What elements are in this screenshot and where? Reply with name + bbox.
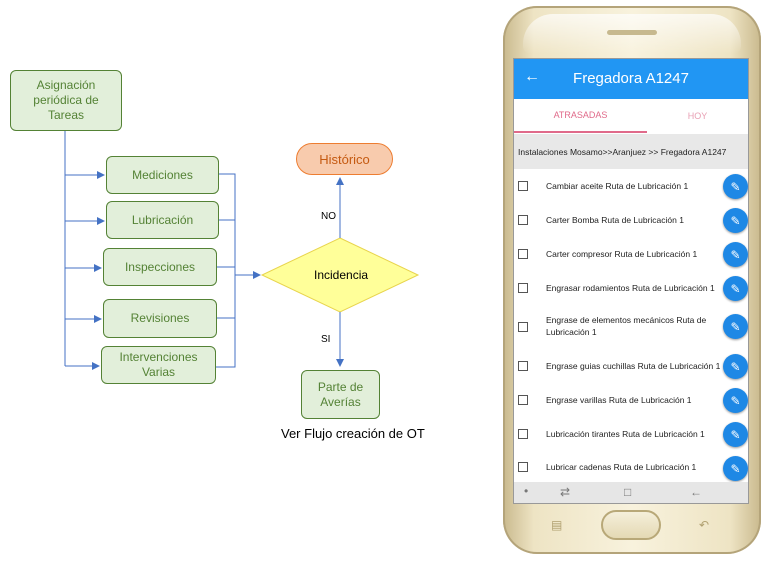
hardware-back-icon[interactable]: ↶: [699, 518, 710, 532]
task-checkbox[interactable]: [518, 249, 528, 259]
decision-label: Incidencia: [314, 268, 369, 282]
historico-label: Histórico: [319, 151, 370, 167]
pencil-icon[interactable]: ✎: [723, 354, 748, 379]
back-icon[interactable]: ←: [690, 485, 702, 499]
task-checkbox[interactable]: [518, 215, 528, 225]
task-row: Lubricar cadenas Ruta de Lubricación 1 ✎: [514, 451, 748, 482]
task-row: Cambiar aceite Ruta de Lubricación 1 ✎: [514, 169, 748, 203]
caption-text: Ver Flujo creación de OT: [281, 426, 425, 441]
task-checkbox[interactable]: [518, 429, 528, 439]
pencil-icon[interactable]: ✎: [723, 174, 748, 199]
tab-atrasadas[interactable]: ATRASADAS: [514, 99, 647, 133]
task-row: Lubricación tirantes Ruta de Lubricación…: [514, 417, 748, 451]
task-text: Engrase varillas Ruta de Lubricación 1: [546, 395, 692, 405]
phone-device: ← Fregadora A1247 ATRASADAS HOY Instalac…: [503, 6, 761, 554]
pencil-icon[interactable]: ✎: [723, 242, 748, 267]
arrow-left-icon[interactable]: ←: [524, 68, 540, 85]
tab-bar: ATRASADAS HOY: [514, 99, 748, 133]
task-label: Inspecciones: [124, 259, 196, 274]
pencil-icon[interactable]: ✎: [723, 456, 748, 481]
task-text: Lubricar cadenas Ruta de Lubricación 1: [546, 462, 697, 472]
task-label: Revisiones: [130, 311, 190, 325]
start-box: Asignación periódica de Tareas: [10, 70, 122, 131]
app-title: Fregadora A1247: [573, 70, 689, 87]
task-box-intervenciones: Intervenciones Varias: [101, 346, 216, 384]
dot-icon[interactable]: •: [524, 484, 529, 498]
pencil-icon[interactable]: ✎: [723, 208, 748, 233]
task-checkbox[interactable]: [518, 462, 528, 472]
task-checkbox[interactable]: [518, 322, 528, 332]
task-label: Intervenciones Varias: [119, 350, 198, 379]
breadcrumb: Instalaciones Mosamo>>Aranjuez >> Fregad…: [514, 134, 748, 169]
pencil-icon[interactable]: ✎: [723, 388, 748, 413]
android-nav-bar: • ⇄ □ ←: [514, 482, 748, 503]
hardware-home-button[interactable]: [601, 510, 661, 540]
home-icon[interactable]: □: [624, 485, 632, 499]
task-text: Engrase de elementos mecánicos Ruta de L…: [546, 315, 707, 337]
task-box-mediciones: Mediciones: [106, 156, 219, 194]
task-checkbox[interactable]: [518, 361, 528, 371]
task-box-lubricacion: Lubricación: [106, 201, 219, 239]
task-row: Engrase de elementos mecánicos Ruta de L…: [514, 305, 748, 349]
parte-averias-box: Parte de Averías: [301, 370, 380, 419]
task-box-revisiones: Revisiones: [103, 299, 217, 338]
task-row: Engrase varillas Ruta de Lubricación 1 ✎: [514, 383, 748, 417]
task-box-inspecciones: Inspecciones: [103, 248, 217, 286]
task-row: Carter Bomba Ruta de Lubricación 1 ✎: [514, 203, 748, 237]
task-text: Lubricación tirantes Ruta de Lubricación…: [546, 429, 705, 439]
task-text: Cambiar aceite Ruta de Lubricación 1: [546, 181, 689, 191]
task-label: Lubricación: [131, 212, 194, 227]
app-bar: ← Fregadora A1247: [514, 59, 748, 99]
task-checkbox[interactable]: [518, 395, 528, 405]
hardware-recents-icon[interactable]: ▤: [551, 518, 563, 532]
task-text: Engrasar rodamientos Ruta de Lubricación…: [546, 283, 715, 293]
pencil-icon[interactable]: ✎: [723, 422, 748, 447]
recents-icon[interactable]: ⇄: [560, 485, 571, 499]
phone-screen: ← Fregadora A1247 ATRASADAS HOY Instalac…: [513, 58, 749, 504]
task-row: Engrasar rodamientos Ruta de Lubricación…: [514, 271, 748, 305]
task-text: Engrase guias cuchillas Ruta de Lubricac…: [546, 361, 721, 371]
yes-label: SI: [321, 334, 331, 345]
parte-averias-label: Parte de Averías: [317, 379, 364, 409]
task-checkbox[interactable]: [518, 283, 528, 293]
task-text: Carter compresor Ruta de Lubricación 1: [546, 249, 698, 259]
tab-hoy[interactable]: HOY: [687, 111, 708, 121]
task-row: Engrase guias cuchillas Ruta de Lubricac…: [514, 349, 748, 383]
task-text: Carter Bomba Ruta de Lubricación 1: [546, 215, 684, 225]
speaker-grille: [607, 30, 657, 35]
start-label: Asignación periódica de Tareas: [33, 78, 99, 122]
pencil-icon[interactable]: ✎: [723, 314, 748, 339]
task-checkbox[interactable]: [518, 181, 528, 191]
no-label: NO: [321, 211, 336, 222]
pencil-icon[interactable]: ✎: [723, 276, 748, 301]
task-row: Carter compresor Ruta de Lubricación 1 ✎: [514, 237, 748, 271]
task-label: Mediciones: [132, 167, 193, 182]
historico-box: Histórico: [296, 143, 393, 175]
